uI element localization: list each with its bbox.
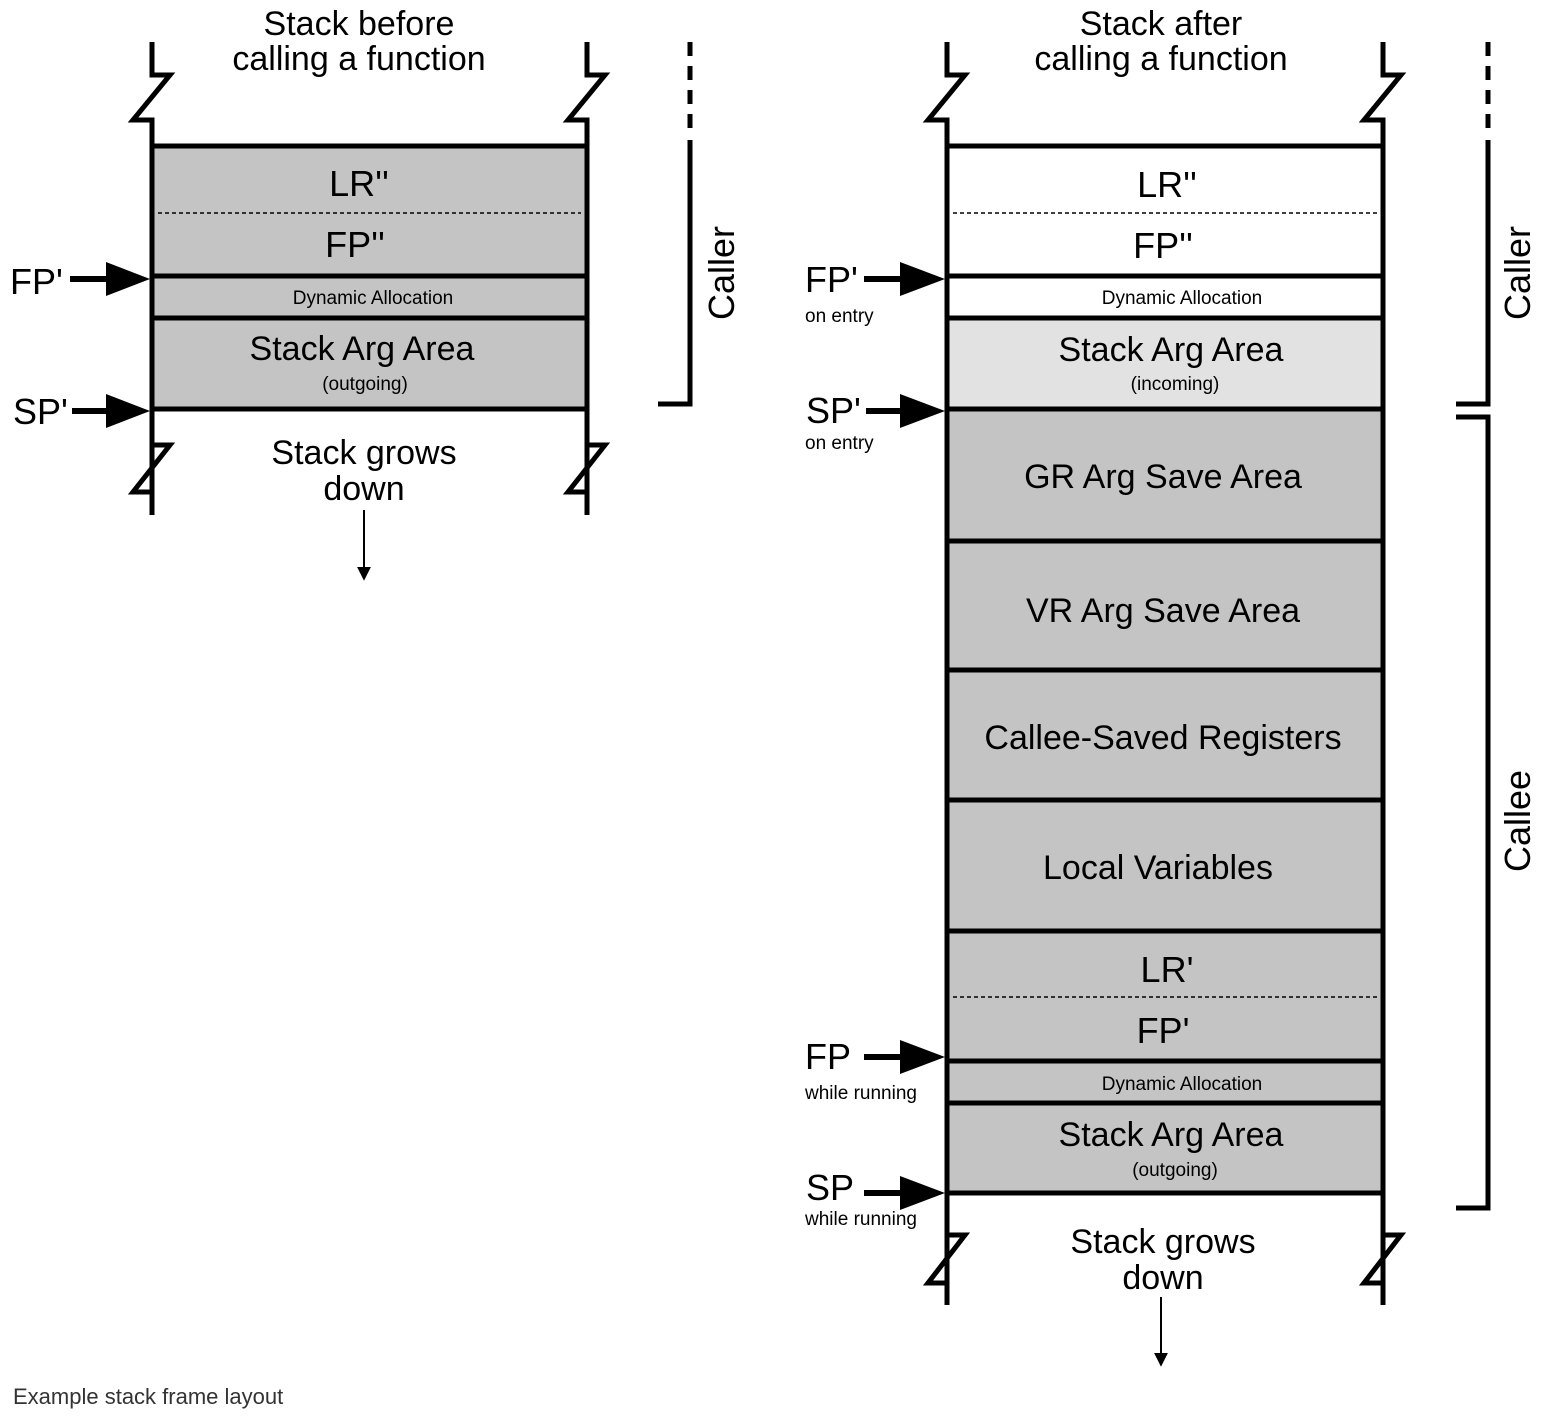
left-grows-line2: down bbox=[323, 470, 404, 508]
right-block-lr-callee: LR' bbox=[1141, 949, 1194, 990]
right-callee-label: Callee bbox=[1497, 770, 1538, 872]
right-block-locals: Local Variables bbox=[1043, 849, 1273, 887]
right-pointer-fp-running-sub: while running bbox=[804, 1083, 917, 1104]
right-block-stackarg-outgoing-fill bbox=[948, 1103, 1382, 1193]
left-block-lr-fp-fill bbox=[152, 146, 586, 276]
right-pointer-sp-running-sub: while running bbox=[804, 1209, 917, 1230]
left-block-stackarg: Stack Arg Area bbox=[250, 330, 475, 368]
right-grows-line2: down bbox=[1122, 1259, 1203, 1297]
left-wall-left-break bbox=[127, 410, 176, 515]
right-block-vr-fill bbox=[948, 541, 1382, 670]
left-block-dynamic: Dynamic Allocation bbox=[293, 288, 454, 309]
left-caller-bracket bbox=[658, 140, 693, 407]
left-caller-label: Caller bbox=[701, 226, 742, 320]
right-stack: Stack after calling a function LR bbox=[804, 5, 1538, 1367]
right-block-callee-saved-fill bbox=[948, 670, 1382, 800]
right-block-lr-fp-fill bbox=[948, 146, 1382, 276]
right-grows-line1: Stack grows bbox=[1070, 1223, 1255, 1261]
right-pointer-fp-entry-sub: on entry bbox=[805, 306, 874, 327]
right-caller-label: Caller bbox=[1497, 226, 1538, 320]
left-pointer-fp-arrow-icon bbox=[106, 262, 150, 296]
left-pointer-fp: FP' bbox=[10, 261, 63, 302]
left-block-lr: LR'' bbox=[329, 163, 389, 204]
left-stack: Stack before calling a function LR'' FP'… bbox=[10, 5, 742, 581]
right-pointer-sp-entry-sub: on entry bbox=[805, 433, 874, 454]
right-block-locals-fill bbox=[948, 800, 1382, 931]
right-block-stackarg-outgoing: Stack Arg Area bbox=[1059, 1116, 1284, 1154]
left-block-stackarg-fill bbox=[152, 318, 586, 409]
right-caller-bracket bbox=[1456, 140, 1491, 407]
figure-caption: Example stack frame layout bbox=[13, 1384, 284, 1409]
right-pointer-fp-entry: FP' bbox=[805, 259, 858, 300]
right-block-lr-fp-callee-fill bbox=[948, 931, 1382, 1061]
right-block-gr: GR Arg Save Area bbox=[1024, 458, 1302, 496]
right-block-stackarg-outgoing-sub: (outgoing) bbox=[1132, 1160, 1218, 1181]
right-block-callee-saved: Callee-Saved Registers bbox=[984, 719, 1341, 757]
left-block-dynamic-fill bbox=[152, 276, 586, 318]
right-wall-left-break bbox=[922, 1195, 971, 1305]
right-callee-bracket bbox=[1456, 414, 1491, 1211]
right-pointer-fp-running-arrow-icon bbox=[900, 1040, 945, 1074]
right-pointer-sp-running-arrow-icon bbox=[900, 1176, 945, 1210]
right-block-gr-fill bbox=[948, 409, 1382, 541]
right-block-dynamic-callee: Dynamic Allocation bbox=[1102, 1074, 1263, 1095]
right-block-fp-caller: FP'' bbox=[1133, 225, 1193, 266]
left-wall-left bbox=[127, 42, 176, 515]
left-grows-line1: Stack grows bbox=[271, 434, 456, 472]
right-title-line1: Stack after bbox=[1080, 5, 1243, 43]
right-wall-right-break bbox=[1358, 1195, 1407, 1305]
left-block-fp: FP'' bbox=[325, 224, 385, 265]
right-block-stackarg-incoming-fill bbox=[948, 318, 1382, 409]
left-pointer-sp-arrow-icon bbox=[106, 394, 150, 428]
right-title-line2: calling a function bbox=[1034, 40, 1287, 78]
right-pointer-fp-running: FP bbox=[805, 1036, 851, 1077]
right-block-dynamic-caller-fill bbox=[948, 276, 1382, 318]
left-wall-right-break bbox=[562, 410, 611, 515]
right-block-stackarg-incoming: Stack Arg Area bbox=[1059, 331, 1284, 369]
left-wall-right bbox=[562, 42, 611, 515]
left-block-stackarg-sub: (outgoing) bbox=[322, 374, 408, 395]
right-block-stackarg-incoming-sub: (incoming) bbox=[1131, 374, 1220, 395]
right-block-dynamic-caller: Dynamic Allocation bbox=[1102, 288, 1263, 309]
left-pointer-sp: SP' bbox=[13, 391, 68, 432]
left-title-line2: calling a function bbox=[232, 40, 485, 78]
right-block-dynamic-callee-fill bbox=[948, 1061, 1382, 1103]
right-block-fp-callee: FP' bbox=[1137, 1010, 1190, 1051]
right-pointer-sp-entry: SP' bbox=[806, 390, 861, 431]
right-pointer-fp-entry-arrow-icon bbox=[900, 262, 945, 296]
right-pointer-sp-entry-arrow-icon bbox=[900, 394, 945, 428]
right-pointer-sp-running: SP bbox=[806, 1167, 854, 1208]
right-block-vr: VR Arg Save Area bbox=[1026, 592, 1300, 630]
left-title-line1: Stack before bbox=[264, 5, 455, 43]
right-block-lr-caller: LR'' bbox=[1137, 164, 1197, 205]
